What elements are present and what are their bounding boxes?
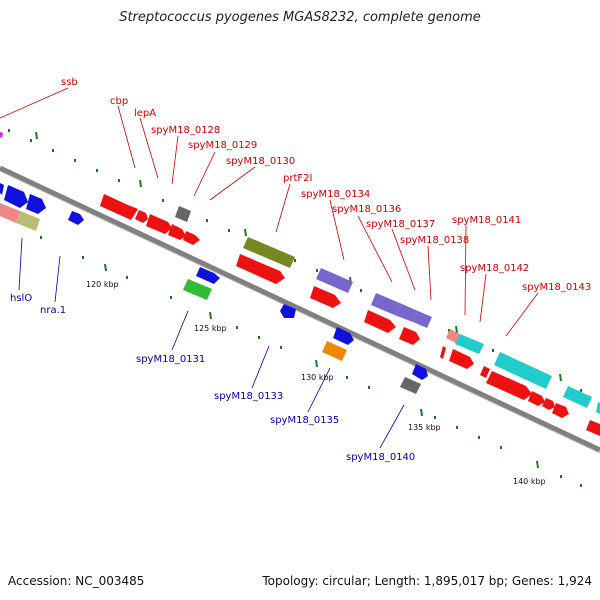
tick-row-outer	[8, 129, 582, 392]
gene-label-prtF2I: prtF2I	[283, 173, 312, 184]
gene-0131-blue	[196, 267, 220, 284]
gene-0133	[280, 304, 296, 318]
map-title: Streptococcus pyogenes MGAS8232, complet…	[119, 10, 481, 25]
gene-0129	[168, 224, 186, 240]
gene-0136	[371, 293, 402, 316]
gene-cyan-b	[563, 386, 592, 408]
gene-0130	[183, 231, 200, 245]
gene-0128	[146, 214, 172, 234]
reverse-strand-genes	[183, 267, 428, 394]
gene-red-k	[552, 403, 569, 418]
gene-gray	[175, 206, 191, 222]
gene-blue	[0, 183, 4, 195]
gene-label-0136: spyM18_0136	[332, 204, 401, 215]
gene-red-c	[364, 310, 396, 333]
gene-blue-c	[333, 327, 354, 345]
gene-0137	[397, 304, 418, 322]
gene-label-0138: spyM18_0138	[400, 235, 469, 246]
gene-red-h	[486, 371, 532, 400]
gene-0135	[322, 341, 347, 361]
gene-0142	[455, 334, 484, 354]
scale-label-125: 125 kbp	[194, 324, 227, 333]
gene-prtF2I	[243, 237, 295, 268]
gene-label-0133: spyM18_0133	[214, 391, 283, 402]
gene-label-0140: spyM18_0140	[346, 452, 415, 463]
gene-red-f	[449, 349, 474, 369]
gene-red-j	[542, 398, 555, 410]
gene-khaki	[16, 211, 40, 231]
gene-label-0137: spyM18_0137	[366, 219, 435, 230]
genome-backbone	[0, 165, 600, 454]
tick-row-inner-major	[104, 263, 539, 469]
gene-red-b	[310, 286, 341, 308]
scale-label-140: 140 kbp	[513, 477, 546, 486]
gene-0140	[400, 377, 421, 394]
gene-0134	[316, 268, 353, 293]
gene-cbp	[100, 194, 138, 220]
gene-label-0142: spyM18_0142	[460, 263, 529, 274]
gene-red-long	[236, 254, 285, 284]
gene-pink	[0, 203, 20, 223]
gene-label-0131: spyM18_0131	[136, 354, 205, 365]
gene-0131	[183, 279, 212, 300]
scale-label-130: 130 kbp	[301, 373, 334, 382]
gene-blue	[4, 185, 28, 208]
upper-leader-lines	[0, 87, 539, 337]
gene-red-i	[528, 391, 545, 406]
gene-label-cbp: cbp	[110, 96, 128, 107]
gene-red-e	[440, 346, 446, 359]
scale-label-120: 120 kbp	[86, 280, 119, 289]
gene-label-0141: spyM18_0141	[452, 215, 521, 226]
gene-magenta	[0, 132, 3, 138]
gene-pink-small	[446, 329, 460, 343]
tick-row-outer-major	[35, 131, 562, 382]
gene-0143	[494, 352, 552, 389]
genome-stats: Topology: circular; Length: 1,895,017 bp…	[262, 574, 592, 588]
scale-label-135: 135 kbp	[408, 423, 441, 432]
gene-label-0143: spyM18_0143	[522, 282, 591, 293]
lower-leader-lines	[18, 237, 405, 449]
gene-label-0129: spyM18_0129	[188, 140, 257, 151]
gene-blue-small	[68, 211, 84, 225]
gene-red-d	[399, 327, 420, 345]
gene-lepA	[135, 210, 148, 223]
gene-blue-d	[412, 364, 428, 380]
gene-label-0130: spyM18_0130	[226, 156, 295, 167]
gene-red-g	[480, 366, 490, 378]
gene-cyan-c	[596, 402, 600, 414]
gene-label-0134: spyM18_0134	[301, 189, 370, 200]
gene-label-ssb: ssb	[61, 77, 78, 88]
gene-label-lepA: lepA	[134, 108, 156, 119]
gene-blue	[26, 194, 46, 214]
forward-strand-genes	[0, 183, 600, 436]
gene-0138	[413, 311, 432, 328]
gene-label-hslO: hslO	[10, 293, 32, 304]
accession-label: Accession: NC_003485	[8, 574, 145, 588]
gene-label-0128: spyM18_0128	[151, 125, 220, 136]
tick-row-inner	[40, 236, 582, 487]
gene-label-0135: spyM18_0135	[270, 415, 339, 426]
gene-red-l	[586, 420, 600, 436]
gene-label-nra1: nra.1	[40, 305, 66, 316]
